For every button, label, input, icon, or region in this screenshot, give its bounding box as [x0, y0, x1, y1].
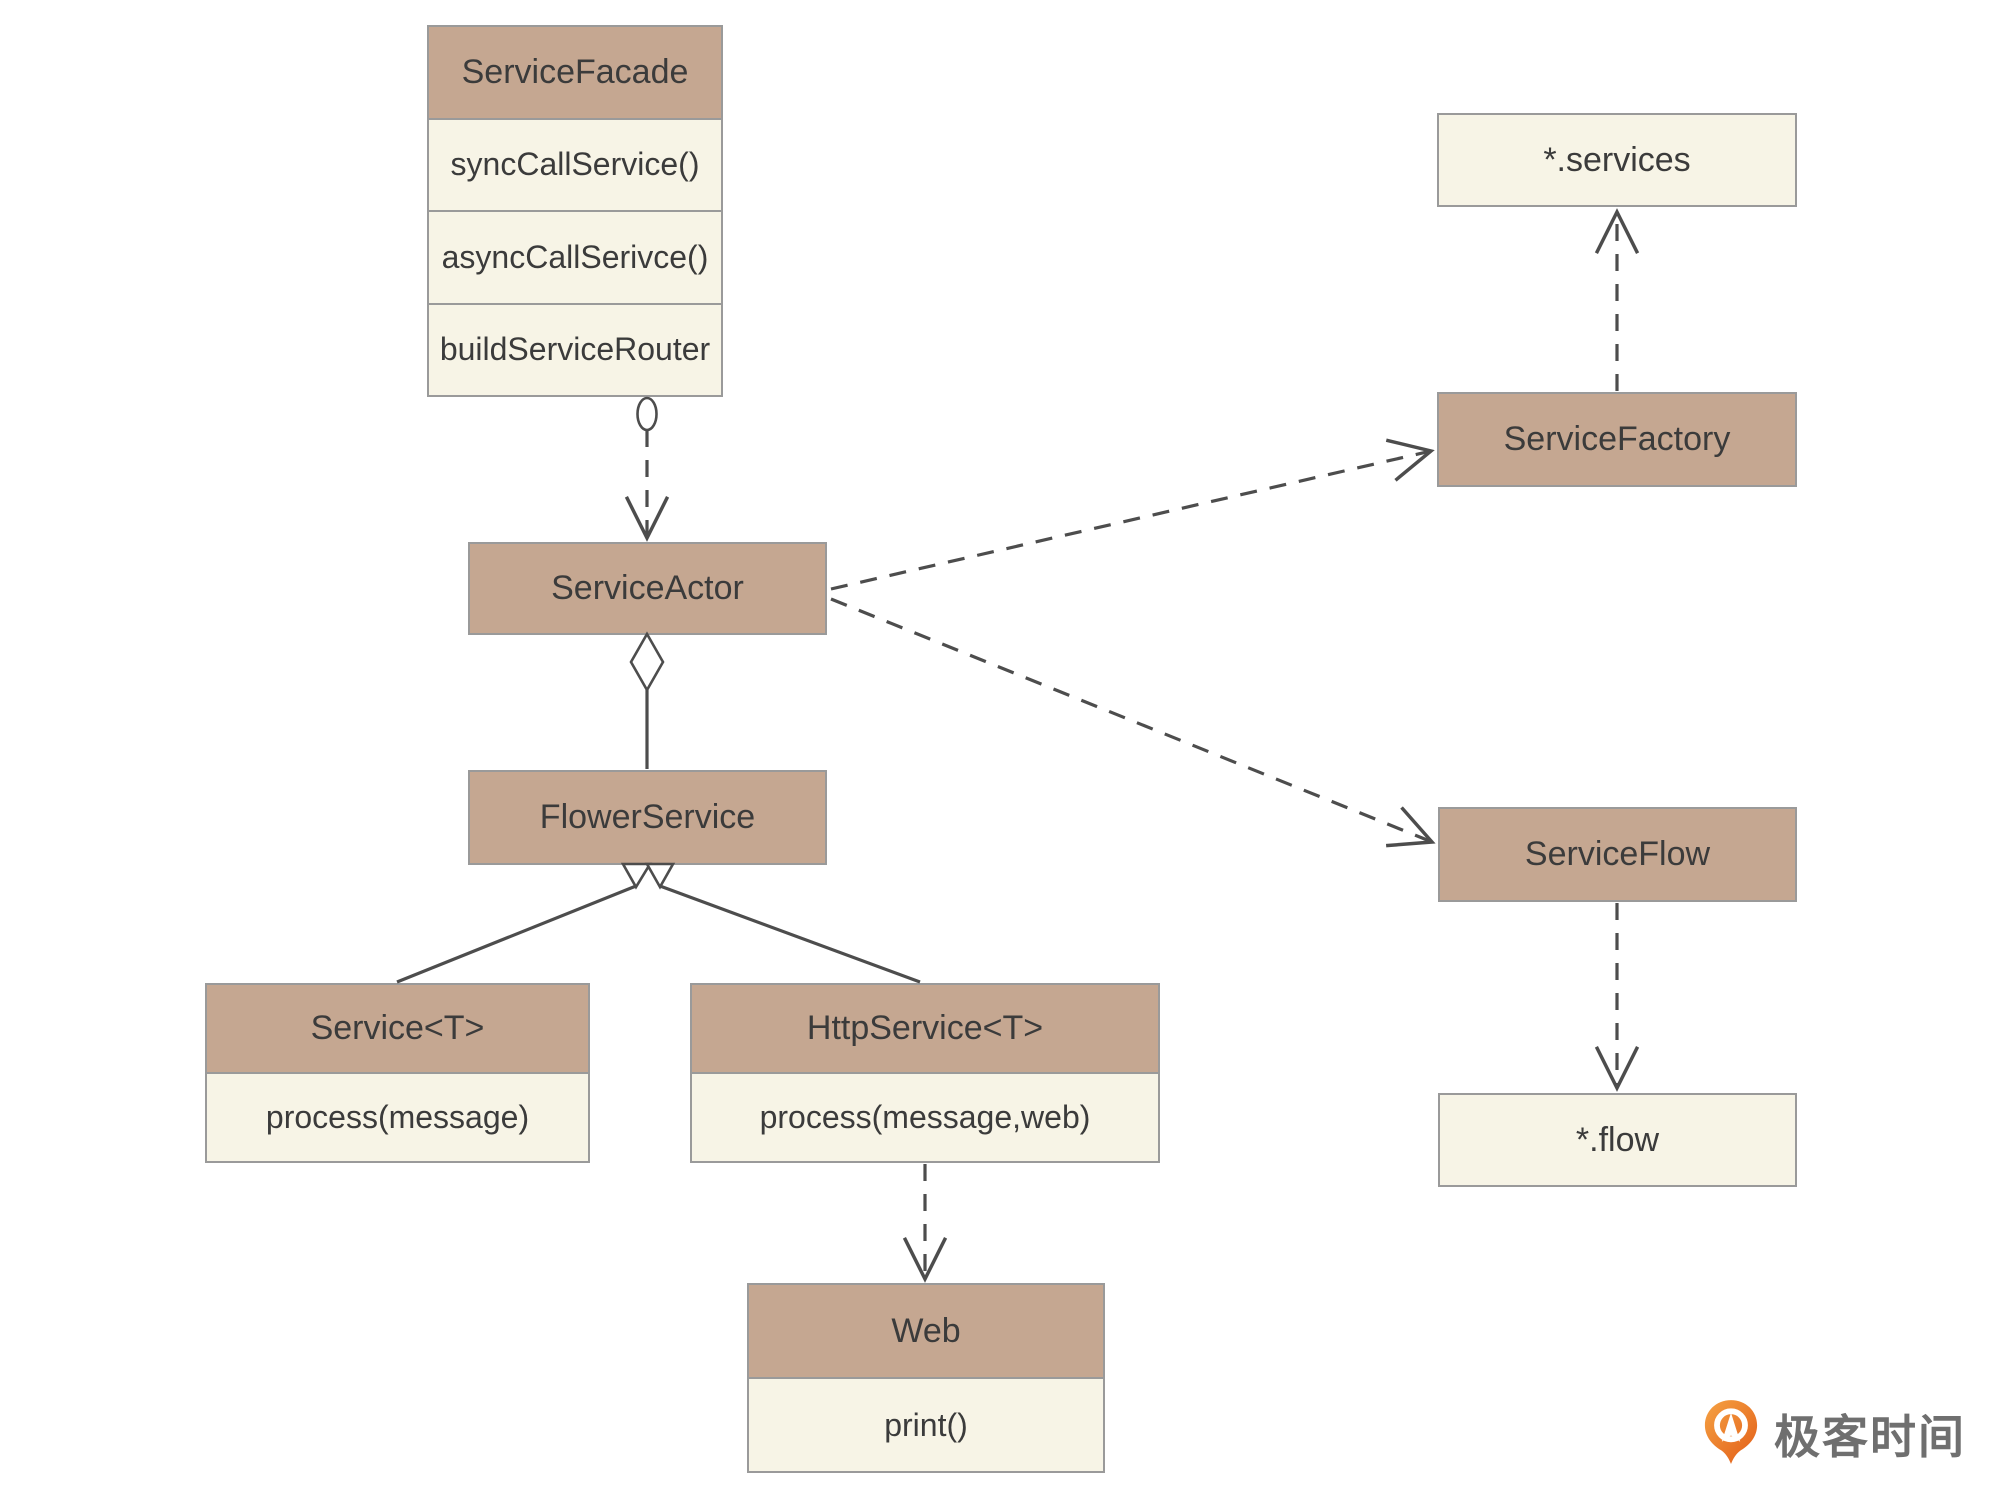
class-service-factory: ServiceFactory [1437, 392, 1797, 487]
class-service-actor-title: ServiceActor [470, 544, 825, 633]
class-service-facade: ServiceFacade syncCallService() asyncCal… [427, 25, 723, 397]
geektime-logo-text: 极客时间 [1774, 1411, 1966, 1463]
file-node-flow: *.flow [1438, 1093, 1797, 1187]
file-node-services: *.services [1437, 113, 1797, 207]
class-web-title: Web [749, 1285, 1103, 1377]
class-service-flow-title: ServiceFlow [1440, 809, 1795, 900]
edge-http-service-extends-flower-service [644, 862, 921, 984]
file-node-flow-label: *.flow [1575, 1120, 1660, 1159]
edge-actor-aggregates-flower-service [629, 631, 665, 769]
class-service-factory-title: ServiceFactory [1439, 394, 1795, 485]
edge-facade-to-actor [624, 396, 670, 542]
class-service-actor: ServiceActor [468, 542, 827, 635]
edge-service-t-extends-flower-service [396, 862, 653, 984]
class-flower-service-title: FlowerService [470, 772, 825, 863]
method-process-message: process(message) [207, 1072, 588, 1161]
file-node-services-label: *.services [1543, 140, 1691, 179]
class-web: Web print() [747, 1283, 1105, 1473]
method-build-service-router: buildServiceRouter [429, 302, 721, 396]
geektime-logo-icon [1704, 1400, 1758, 1464]
class-flower-service: FlowerService [468, 770, 827, 865]
class-http-service-t: HttpService<T> process(message,web) [690, 983, 1160, 1163]
edge-actor-to-service-flow [830, 597, 1436, 848]
class-service-t: Service<T> process(message) [205, 983, 590, 1163]
method-async-call-service: asyncCallSerivce() [429, 210, 721, 303]
class-service-facade-title: ServiceFacade [429, 27, 721, 118]
class-service-t-title: Service<T> [207, 985, 588, 1072]
class-http-service-t-title: HttpService<T> [692, 985, 1158, 1072]
method-sync-call-service: syncCallService() [429, 117, 721, 211]
method-print: print() [749, 1377, 1103, 1471]
geektime-logo: 极客时间 [1702, 1398, 1966, 1470]
method-process-message-web: process(message,web) [692, 1072, 1158, 1161]
edge-actor-to-service-factory [830, 438, 1435, 591]
class-service-flow: ServiceFlow [1438, 807, 1797, 902]
